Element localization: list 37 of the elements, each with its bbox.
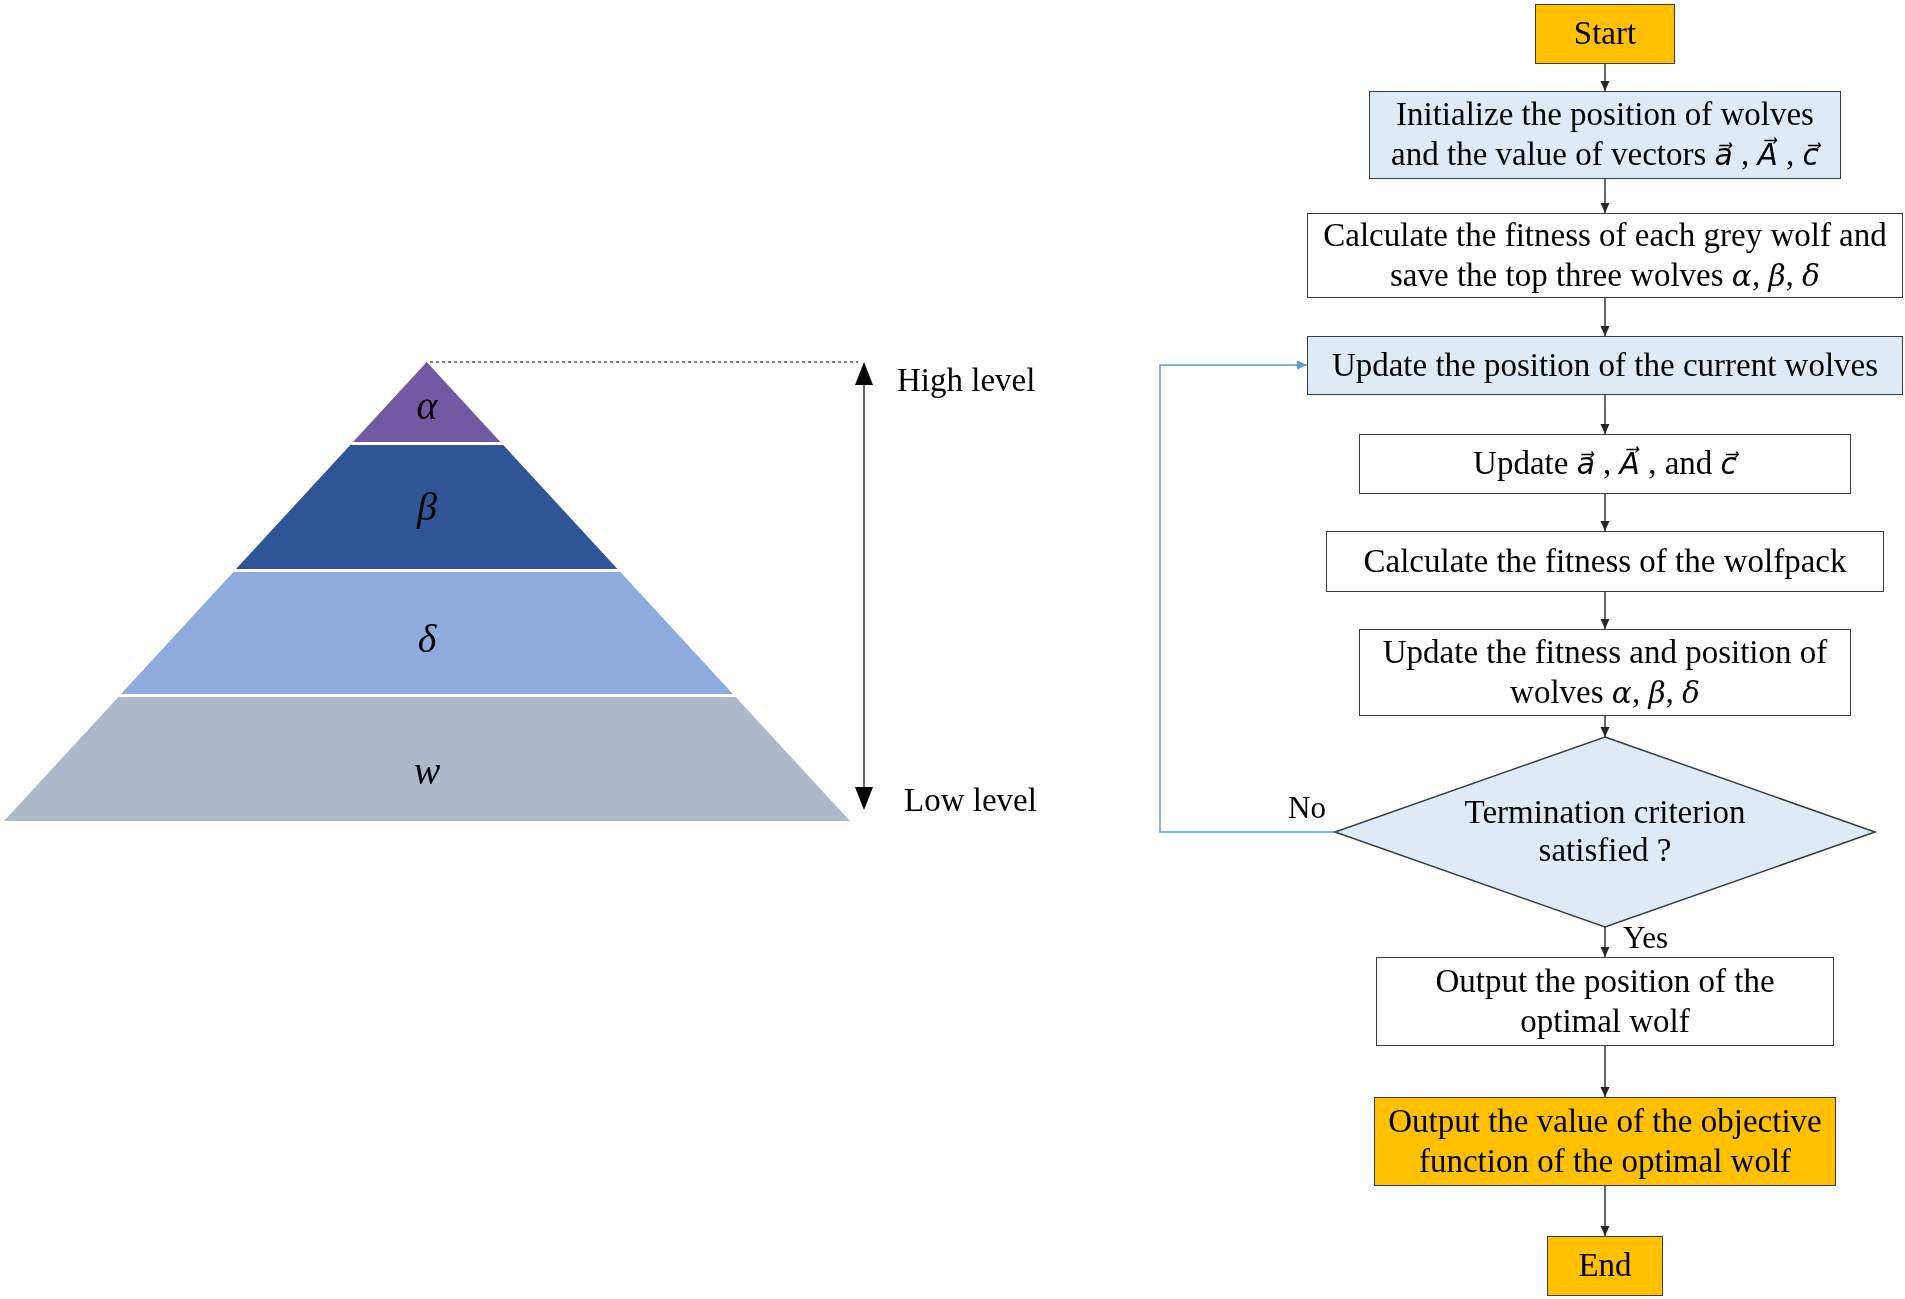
arrow	[1600, 1185, 1610, 1237]
process-box	[1374, 1097, 1836, 1186]
process-box	[1359, 629, 1851, 716]
process-box	[1359, 434, 1851, 494]
tier-label: α	[416, 386, 438, 426]
arrow	[1600, 493, 1610, 532]
arrow	[1600, 715, 1610, 738]
step-text: Output the value of the objective function of the optimal wolf	[1387, 1101, 1823, 1181]
decision-text: Termination criterion satisfied ?	[1463, 794, 1747, 870]
process-box	[1369, 91, 1841, 179]
level-label: High level	[897, 362, 1036, 400]
tier-label: w	[413, 751, 441, 791]
arrow	[1600, 926, 1610, 958]
step-text: Calculate the fitness of the wolfpack	[1363, 541, 1847, 581]
step-text: Update a⃗ , A⃗ , and c⃗	[1473, 444, 1737, 484]
tier-label: δ	[417, 619, 437, 659]
end-terminal	[1547, 1236, 1663, 1296]
step-text: Initialize the position of wolves and the value of vectors a⃗ , A⃗ , c⃗	[1390, 95, 1822, 174]
step-text: Update the position of the current wolves	[1331, 345, 1879, 385]
process-box	[1326, 531, 1884, 592]
arrow	[1600, 178, 1610, 214]
arrow	[1600, 297, 1610, 337]
arrow	[1600, 394, 1610, 435]
arrow	[1600, 591, 1610, 630]
process-box	[1376, 957, 1834, 1046]
step-text: Calculate the fitness of each grey wolf and save the top three wolves α, β, δ	[1322, 215, 1888, 295]
terminal-text: Start	[1573, 14, 1637, 54]
step-text: Update the fitness and position of wolves α, β, δ	[1381, 632, 1829, 712]
process-box	[1307, 336, 1903, 395]
start-terminal	[1535, 4, 1675, 64]
level-label: Low level	[904, 782, 1037, 820]
step-text: Output the position of the optimal wolf	[1434, 961, 1776, 1041]
terminal-text: End	[1578, 1246, 1632, 1286]
tier-label: β	[417, 487, 437, 527]
arrow	[1600, 1045, 1610, 1098]
arrow	[1600, 63, 1610, 92]
arrow	[1159, 360, 1336, 833]
